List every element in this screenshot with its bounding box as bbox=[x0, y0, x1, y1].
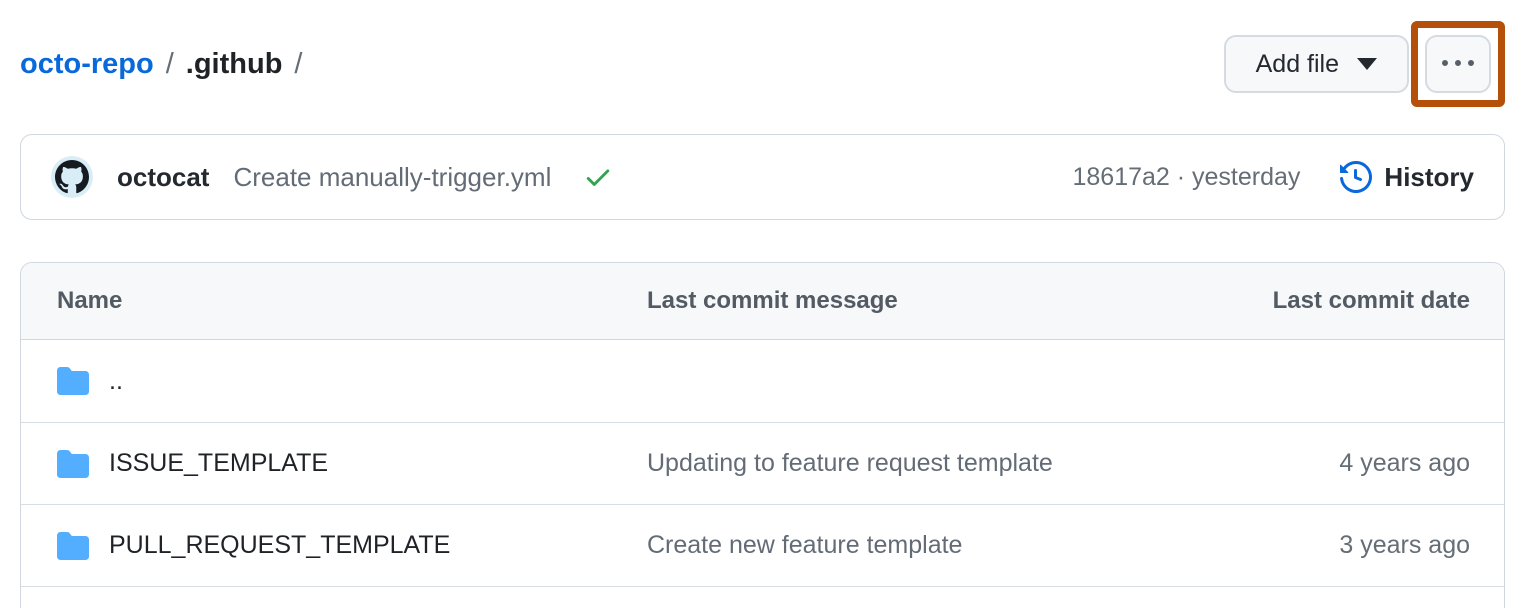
folder-icon bbox=[57, 530, 89, 562]
commit-bar-right: 18617a2 · yesterday History bbox=[1072, 161, 1474, 193]
repo-file-browser-page: octo-repo / .github / Add file bbox=[0, 16, 1534, 608]
history-link[interactable]: History bbox=[1340, 161, 1474, 193]
latest-commit-bar: octocat Create manually-trigger.yml 1861… bbox=[20, 134, 1505, 220]
breadcrumb-separator: / bbox=[294, 47, 303, 80]
commit-message-link[interactable]: Create manually-trigger.yml bbox=[233, 161, 552, 192]
row-commit-date: 4 years ago bbox=[1339, 449, 1470, 477]
breadcrumb: octo-repo / .github / bbox=[20, 48, 302, 81]
column-header-name: Name bbox=[57, 287, 123, 314]
table-row-pull-request-template[interactable]: PULL_REQUEST_TEMPLATE Create new feature… bbox=[21, 504, 1504, 586]
breadcrumb-repo-link[interactable]: octo-repo bbox=[20, 47, 154, 80]
table-row-issue-template[interactable]: ISSUE_TEMPLATE Updating to feature reque… bbox=[21, 422, 1504, 504]
history-label: History bbox=[1384, 161, 1474, 192]
table-row-parent-directory[interactable]: .. bbox=[21, 340, 1504, 422]
page-header: octo-repo / .github / Add file bbox=[20, 16, 1505, 112]
file-table: Name Last commit message Last commit dat… bbox=[20, 262, 1505, 608]
commit-status-check[interactable] bbox=[583, 162, 613, 192]
commit-sha-and-date[interactable]: 18617a2 · yesterday bbox=[1072, 162, 1301, 191]
annotation-highlight-box bbox=[1411, 21, 1505, 107]
more-options-kebab-button[interactable] bbox=[1425, 35, 1491, 93]
octocat-logo-icon bbox=[55, 160, 89, 194]
commit-author[interactable]: octocat bbox=[117, 161, 210, 192]
breadcrumb-separator: / bbox=[165, 47, 174, 80]
directory-link[interactable]: PULL_REQUEST_TEMPLATE bbox=[109, 531, 451, 559]
column-header-date: Last commit date bbox=[1272, 287, 1470, 314]
check-icon bbox=[587, 169, 610, 186]
folder-icon bbox=[57, 448, 89, 480]
table-row-partial bbox=[21, 586, 1504, 608]
row-commit-message[interactable]: Create new feature template bbox=[647, 531, 963, 559]
parent-directory-link[interactable]: .. bbox=[109, 366, 123, 395]
header-actions: Add file bbox=[1223, 21, 1505, 107]
add-file-button-label: Add file bbox=[1255, 49, 1339, 78]
history-clock-icon bbox=[1340, 161, 1373, 193]
add-file-button[interactable]: Add file bbox=[1223, 35, 1409, 93]
kebab-horizontal-icon bbox=[1442, 60, 1474, 66]
directory-link[interactable]: ISSUE_TEMPLATE bbox=[109, 449, 329, 477]
breadcrumb-directory: .github bbox=[185, 47, 283, 80]
column-header-message: Last commit message bbox=[647, 287, 898, 314]
row-commit-date: 3 years ago bbox=[1339, 531, 1470, 559]
row-commit-message[interactable]: Updating to feature request template bbox=[647, 449, 1053, 477]
folder-icon bbox=[57, 365, 89, 397]
octocat-avatar[interactable] bbox=[51, 156, 93, 198]
triangle-down-icon bbox=[1357, 58, 1377, 70]
file-table-header: Name Last commit message Last commit dat… bbox=[21, 263, 1504, 340]
